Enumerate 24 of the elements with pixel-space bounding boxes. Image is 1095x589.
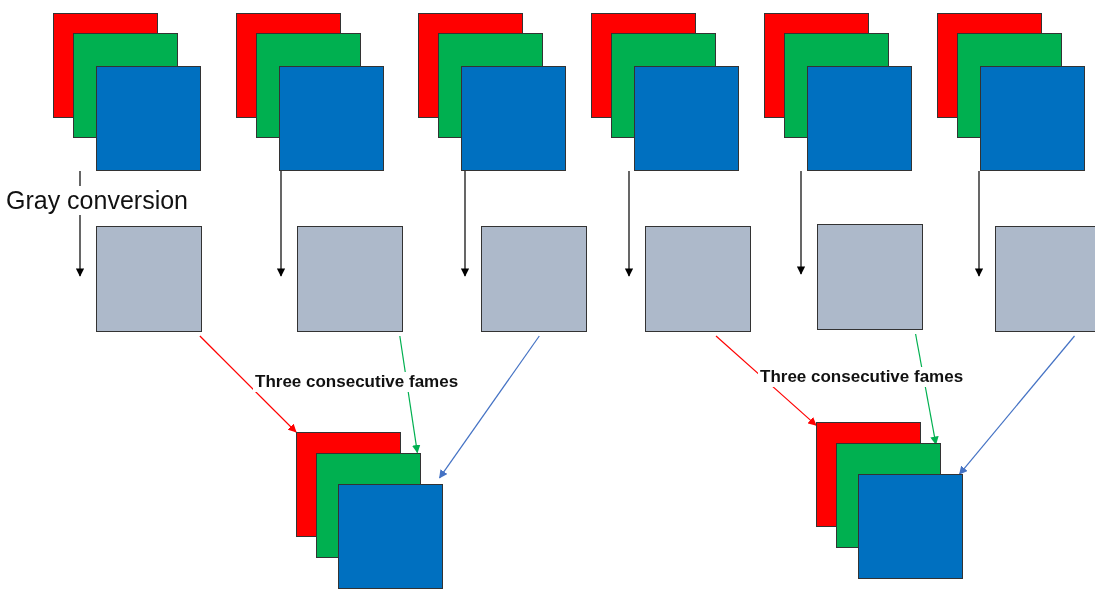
grayscale-frame (481, 226, 587, 332)
rgb-frame-stack (937, 13, 1085, 171)
rgb-frame-stack (418, 13, 566, 171)
arrow (958, 335, 1076, 475)
grayscale-frame (645, 226, 751, 332)
arrow (199, 335, 297, 433)
arrow (276, 170, 286, 277)
rgb-frame-stack (296, 432, 444, 589)
arrow (438, 335, 540, 479)
grayscale-frame (96, 226, 202, 332)
arrow (796, 170, 806, 275)
grayscale-frame (817, 224, 923, 330)
arrow (460, 170, 470, 277)
rgb-frame-stack (53, 13, 201, 171)
group-label: Three consecutive fames (253, 372, 461, 392)
rgb-frame-stack (591, 13, 739, 171)
arrow (974, 170, 984, 277)
rgb-frame-stack (816, 422, 964, 580)
rgb-frame-stack (236, 13, 384, 171)
arrow (624, 170, 634, 277)
grayscale-frame (297, 226, 403, 332)
group-label: Three consecutive fames (758, 367, 966, 387)
rgb-frame-stack (764, 13, 912, 171)
grayscale-frame (995, 226, 1095, 332)
